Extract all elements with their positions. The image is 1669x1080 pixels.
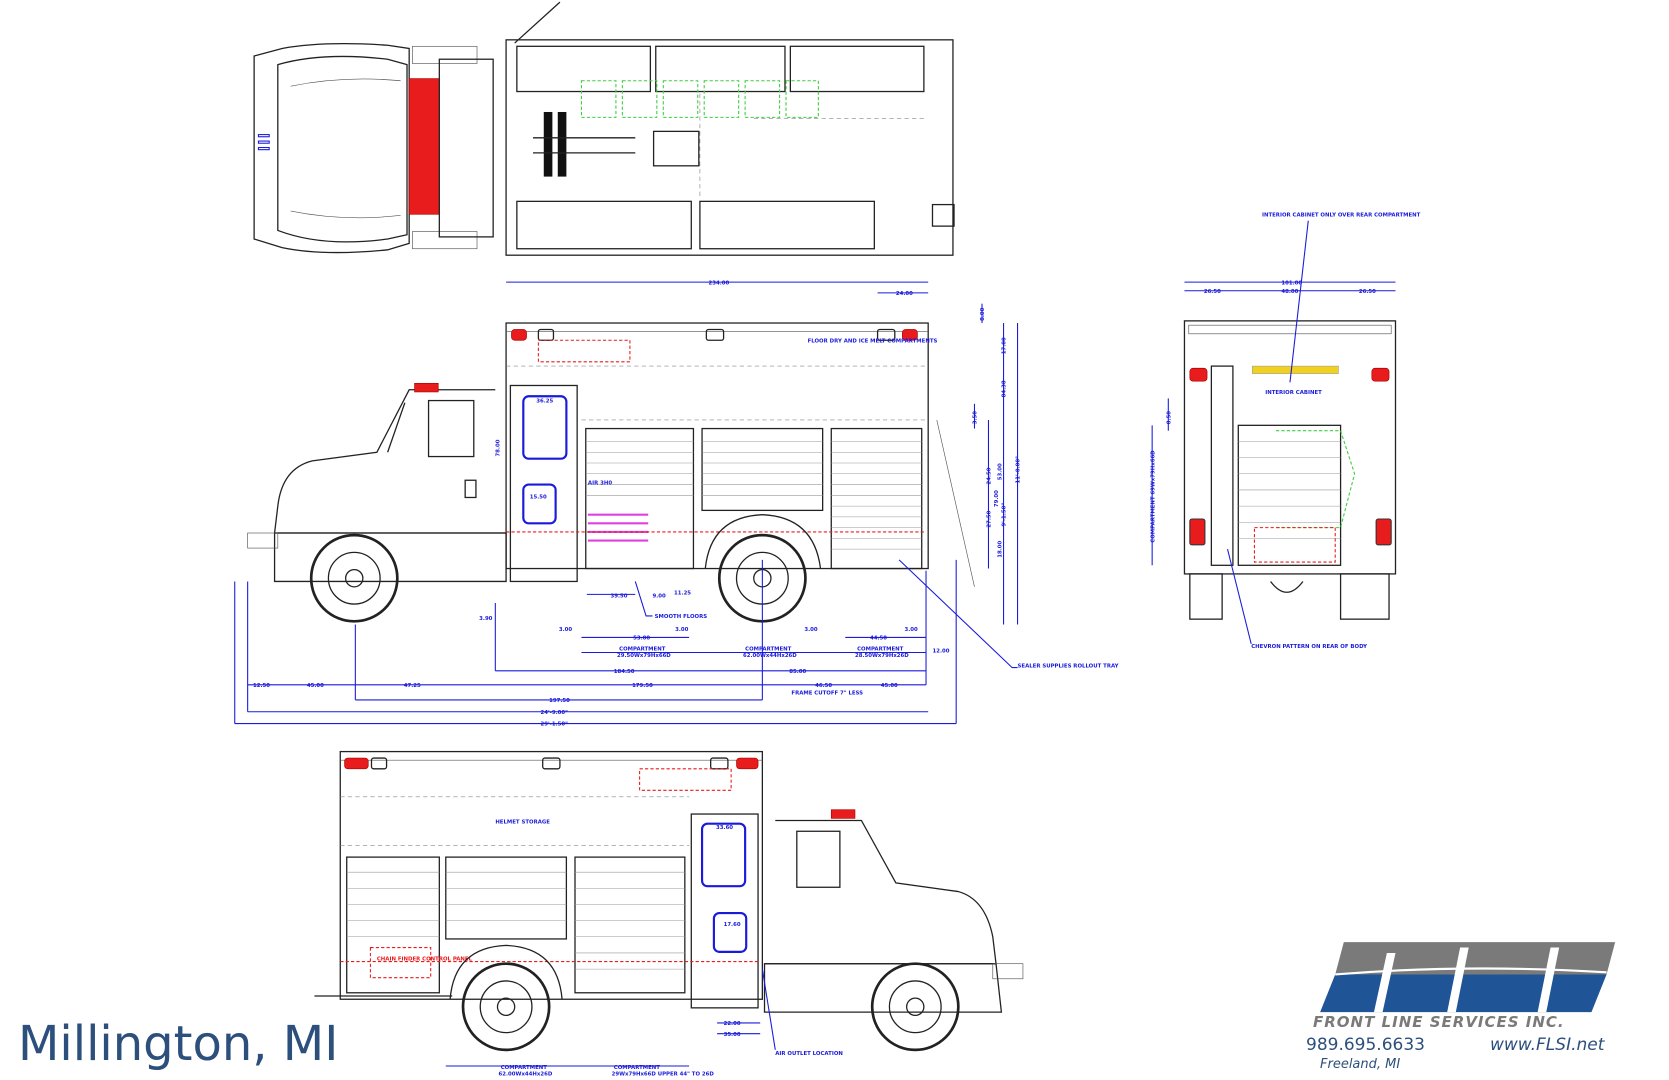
dim-d10: 3.90 [479, 616, 493, 622]
dim-wb1: 184.50 [614, 669, 635, 675]
left-dim-door1: 33.60 [716, 825, 733, 831]
company-name: FRONT LINE SERVICES INC. [1313, 1013, 1565, 1031]
left-compartment-2-label: COMPARTMENT [614, 1065, 661, 1071]
rear-dim-overall: 101.00 [1281, 280, 1302, 286]
left-compartment-1-size: 62.00Wx44Hx26D [499, 1072, 553, 1078]
flsi-logo [1320, 942, 1616, 1013]
dim-overall-2: 29'-1.50" [541, 722, 569, 728]
rear-dim-left: 26.50 [1204, 289, 1221, 295]
compartment-2-label: COMPARTMENT [745, 646, 792, 652]
compartment-2-size: 62.00Wx44Hx26D [743, 653, 797, 659]
rear-note-chevron: CHEVRON PATTERN ON REAR OF BODY [1251, 644, 1367, 650]
dim-wb3: 179.50 [632, 683, 653, 689]
note-frame-cutoff: FRAME CUTOFF 7" LESS [791, 691, 863, 697]
dim-f4: 197.50 [549, 698, 570, 704]
company-website[interactable]: www.FLSI.net [1490, 1035, 1605, 1055]
dim-d6: 3.00 [559, 627, 573, 633]
dim-rear: 24.00 [896, 291, 913, 297]
dim-wb2: 85.00 [789, 669, 806, 675]
dim-h1: 8.00 [980, 307, 986, 321]
dim-door1: 36.25 [536, 399, 553, 405]
left-dim-a: 22.00 [724, 1021, 741, 1027]
rear-dim-h: 8.50 [1166, 411, 1172, 425]
dim-d7: 3.00 [675, 627, 689, 633]
rear-compartment-label: COMPARTMENT 69Wx79Hx66D [1150, 450, 1156, 543]
dim-f1: 45.00 [307, 683, 324, 689]
note-smooth-floors: SMOOTH FLOORS [655, 614, 708, 620]
dim-h7: 24.50 [987, 467, 993, 484]
note-air-outlet: AIR OUTLET LOCATION [775, 1051, 843, 1057]
note-sealer-tray: SEALER SUPPLIES ROLLOUT TRAY [1018, 664, 1119, 670]
dim-wb4: 46.50 [815, 683, 832, 689]
dim-h2: 17.00 [1002, 337, 1008, 354]
left-dim-b: 35.00 [724, 1032, 741, 1038]
compartment-1-size: 29.50Wx79Hx66D [617, 653, 671, 659]
dim-door2: 15.50 [530, 495, 547, 501]
company-city: Freeland, MI [1320, 1057, 1401, 1072]
left-compartment-1-label: COMPARTMENT [501, 1065, 548, 1071]
left-dim-door2: 17.60 [724, 922, 741, 928]
dim-h6: 3.50 [973, 411, 979, 425]
dim-door3: 78.00 [496, 439, 502, 456]
rear-view: 101.00 26.50 48.00 26.50 INTERIOR CABINE… [1150, 212, 1420, 650]
dim-h10: 27.50 [987, 510, 993, 527]
rear-dim-center: 48.00 [1281, 289, 1298, 295]
dim-d9: 3.00 [904, 627, 918, 633]
note-air: AIR 3H0 [588, 481, 612, 487]
dim-body-length: 234.00 [709, 280, 730, 286]
location-title: Millington, MI [18, 1016, 339, 1072]
company-phone: 989.695.6633 [1306, 1035, 1425, 1055]
rear-note-top: INTERIOR CABINET ONLY OVER REAR COMPARTM… [1262, 212, 1421, 218]
note-helmet-storage: HELMET STORAGE [495, 820, 550, 826]
rear-note-cabinet: INTERIOR CABINET [1265, 390, 1322, 396]
dim-d8: 3.00 [804, 627, 818, 633]
compartment-1-label: COMPARTMENT [619, 646, 666, 652]
left-compartment-2-size: 29Wx79Hx66D UPPER 44" TO 26D [612, 1072, 715, 1078]
dim-f2: 47.25 [404, 683, 421, 689]
rear-dim-right: 26.50 [1359, 289, 1376, 295]
dim-h3: 84.38 [1002, 380, 1008, 397]
dim-overall-1: 24'-9.00" [541, 710, 569, 716]
dim-d1: 53.00 [633, 636, 650, 642]
left-side-view: CHAIN FINDER CONTROL PANEL HELMET STORAG… [314, 750, 1024, 1078]
dim-height-overall: 11'-0.00" [1016, 456, 1022, 484]
dim-h11: 18.00 [997, 541, 1003, 558]
dim-d4: 11.25 [674, 590, 691, 596]
dim-d11: 12.00 [932, 649, 949, 655]
dim-d3: 9.00 [653, 594, 667, 600]
compartment-3-size: 28.50Wx79Hx26D [855, 653, 909, 659]
dim-h5: 9'-1.50" [1002, 503, 1008, 527]
dim-h8: 53.00 [997, 463, 1003, 480]
dim-h9: 79.00 [994, 490, 1000, 507]
top-view [253, 1, 955, 256]
note-floor-dry: FLOOR DRY AND ICE MELT COMPARTMENTS [808, 338, 938, 344]
dim-d5: 44.50 [870, 636, 887, 642]
compartment-3-label: COMPARTMENT [857, 646, 904, 652]
note-control-panel: CHAIN FINDER CONTROL PANEL [377, 956, 473, 962]
dim-wb5: 45.00 [881, 683, 898, 689]
side-view: 234.00 24.00 11'-0.00" 84.38 17.00 9'-1.… [234, 280, 1119, 728]
dim-f3: 12.50 [253, 683, 270, 689]
dim-d2: 39.50 [611, 594, 628, 600]
